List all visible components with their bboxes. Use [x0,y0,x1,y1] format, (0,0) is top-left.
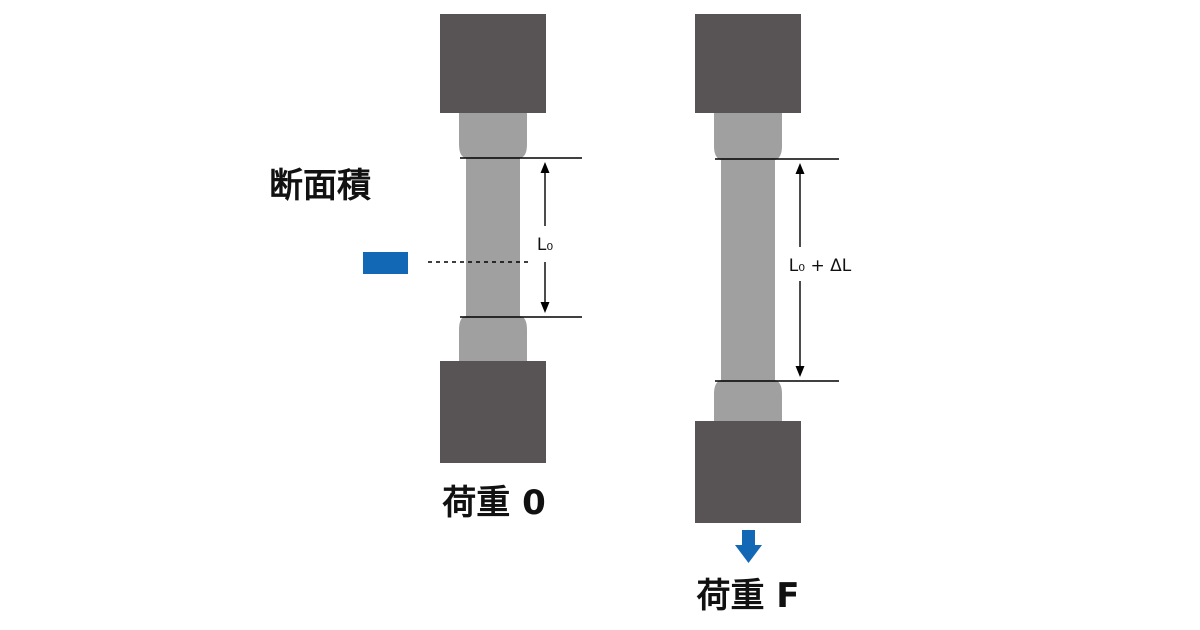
cross-section-swatch [363,252,408,274]
load-arrow-icon [735,530,762,563]
gauge-length-label-unloaded: L₀ [537,235,553,255]
load-zero-label: 荷重 0 [442,483,546,523]
gauge-length-label-loaded: L₀ + ΔL [789,256,852,276]
gauge-length-arrow-unloaded [540,162,550,313]
test-piece-unloaded [459,113,527,361]
top-grip-loaded [695,14,801,113]
cross-section-area-label: 断面積 [269,166,371,206]
bottom-grip-loaded [695,421,801,523]
test-piece-loaded [714,113,782,421]
load-force-label: 荷重 F [696,576,799,616]
top-grip-unloaded [440,14,546,113]
specimen-unloaded: L₀ [428,14,582,463]
specimen-loaded: L₀ + ΔL [695,14,852,523]
gauge-length-arrow-loaded [795,163,805,377]
bottom-grip-unloaded [440,361,546,463]
